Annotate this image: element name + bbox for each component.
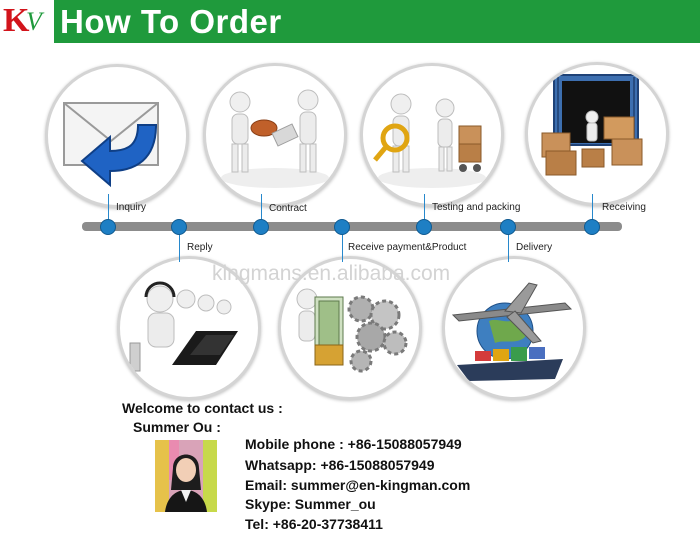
logo-letter-k: K xyxy=(3,2,30,39)
stage-label-contract: Contract xyxy=(269,203,307,214)
order-timeline-bar xyxy=(82,222,622,231)
reply-illustration xyxy=(117,256,261,400)
stem-reply xyxy=(179,230,180,262)
stem-inquiry xyxy=(108,194,109,224)
stem-receiving xyxy=(592,194,593,224)
magnifier-boxes-icon xyxy=(373,93,486,188)
timeline-node-reply xyxy=(171,219,187,235)
contact-photo xyxy=(155,440,217,512)
timeline-node-contract xyxy=(253,219,269,235)
stage-label-reply: Reply xyxy=(187,242,213,253)
stem-delivery xyxy=(508,230,509,262)
person-photo-icon xyxy=(155,440,217,512)
timeline-node-payment xyxy=(334,219,350,235)
contact-heading: Welcome to contact us : xyxy=(122,400,283,416)
timeline-node-testing xyxy=(416,219,432,235)
payment-product-illustration xyxy=(278,256,422,400)
brand-logo: K V xyxy=(0,0,54,43)
stage-label-receiving: Receiving xyxy=(602,202,646,213)
timeline-node-inquiry xyxy=(100,219,116,235)
envelope-arrow-icon xyxy=(63,102,159,188)
airplane-ship-icon xyxy=(451,282,573,381)
logo-letter-v: V xyxy=(26,7,42,36)
stem-contract xyxy=(261,194,262,224)
contact-mobile: Mobile phone : +86-15088057949 xyxy=(245,436,462,452)
delivery-illustration xyxy=(442,256,586,400)
handshake-icon xyxy=(221,89,329,188)
contact-name: Summer Ou : xyxy=(133,419,221,435)
stage-label-inquiry: Inquiry xyxy=(116,202,147,213)
contract-illustration xyxy=(203,63,347,207)
header-bar: K V How To Order xyxy=(0,0,700,43)
inquiry-illustration xyxy=(45,64,189,208)
page-title: How To Order xyxy=(60,3,282,40)
contact-whatsapp: Whatsapp: +86-15088057949 xyxy=(245,457,435,473)
stem-testing xyxy=(424,194,425,224)
container-boxes-icon xyxy=(541,74,643,176)
contact-skype: Skype: Summer_ou xyxy=(245,496,376,512)
stage-label-payment: Receive payment&Product xyxy=(348,242,467,253)
stage-label-delivery: Delivery xyxy=(516,242,553,253)
contact-email: Email: summer@en-kingman.com xyxy=(245,477,471,493)
testing-packing-illustration xyxy=(360,63,504,207)
contact-tel: Tel: +86-20-37738411 xyxy=(245,516,383,532)
stem-payment xyxy=(342,230,343,262)
money-gears-icon xyxy=(296,288,408,373)
timeline-node-receiving xyxy=(584,219,600,235)
watermark-text: kingmans.en.alibaba.com xyxy=(212,262,451,285)
call-center-icon xyxy=(129,281,238,372)
timeline-node-delivery xyxy=(500,219,516,235)
stage-label-testing: Testing and packing xyxy=(432,202,521,213)
receiving-illustration xyxy=(525,62,669,206)
